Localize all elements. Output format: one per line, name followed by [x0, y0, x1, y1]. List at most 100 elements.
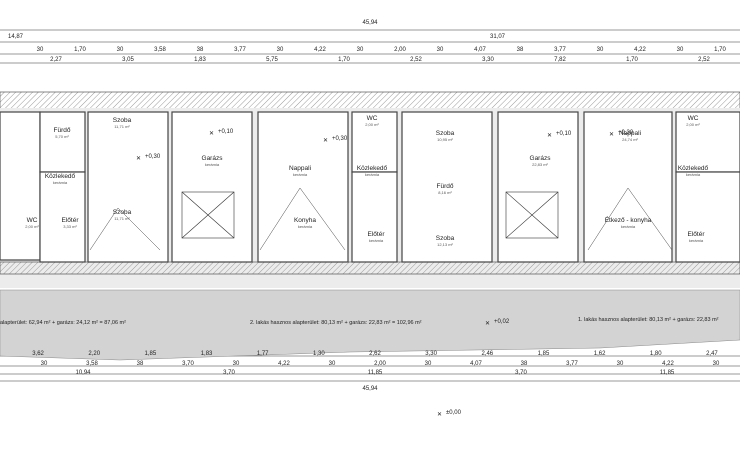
room-name: Közlekedő: [45, 173, 76, 180]
top-dimension-label: 2,00: [394, 47, 406, 53]
room-area: 24,74 m²: [622, 137, 638, 142]
unit-area-summary: 1. lakás hasznos alapterület: 80,13 m² +…: [578, 317, 719, 323]
room-outline: [171, 111, 253, 263]
room-name: Fürdő: [54, 127, 71, 134]
room-name: Előtér: [688, 231, 706, 238]
bottom-dimension-label: 2,46: [481, 351, 493, 357]
room-name: WC: [688, 115, 699, 122]
terrain-area: [0, 289, 740, 361]
top-dimension-label: 30: [37, 47, 44, 53]
level-marker: +0,30: [145, 154, 161, 160]
bottom-dimension-label: 30: [617, 361, 624, 367]
garage-1-x-box: [181, 191, 235, 239]
bottom-wall-band: [0, 261, 740, 275]
room-name: Nappali: [619, 130, 641, 137]
bottom-dimension-label: 30: [329, 361, 336, 367]
bottom-dimension-label: 10,94: [75, 370, 91, 376]
top-dimension-label: 3,30: [482, 57, 494, 63]
bottom-dimension-label: 30: [425, 361, 432, 367]
bottom-dimension-label: 2,20: [88, 351, 100, 357]
top-dimension-label: 5,75: [266, 57, 278, 63]
room-name: Szoba: [436, 130, 455, 137]
top-dimension-label: 7,82: [554, 57, 566, 63]
room-area: kerámia: [369, 238, 384, 243]
room-outline: [257, 111, 349, 263]
top-dimension-label: 3,77: [554, 47, 566, 53]
level-symbol-icon: ✕: [209, 131, 214, 137]
top-dimension-label: 3,05: [122, 57, 134, 63]
room-name: Szoba: [113, 117, 132, 124]
room-area: 2,00 m²: [365, 122, 379, 127]
top-dimension-label: 4,22: [634, 47, 646, 53]
room-outline: [351, 111, 398, 173]
top-dimension-label: 4,22: [314, 47, 326, 53]
room-name: Szoba: [436, 235, 455, 242]
bottom-dimension-label: 4,22: [278, 361, 290, 367]
overall-bottom-dimension: 45,94: [362, 386, 378, 392]
room-outline: [39, 111, 86, 173]
bottom-dimension-label: 38: [521, 361, 528, 367]
level-marker: ±0,00: [446, 410, 462, 416]
level-symbol-icon: ✕: [136, 156, 141, 162]
room-area: kerámia: [365, 172, 380, 177]
room-area: 8,16 m²: [438, 190, 452, 195]
overall-top-dimension: 45,94: [362, 20, 378, 26]
bottom-dimension-label: 30: [233, 361, 240, 367]
room-outline: [351, 171, 398, 263]
top-dimension-label: 1,83: [194, 57, 206, 63]
left-top-dimension: 14,87: [8, 34, 24, 40]
top-dimension-label: 30: [277, 47, 284, 53]
bottom-dimension-label: 3,70: [182, 361, 194, 367]
top-dimension-label: 4,07: [474, 47, 486, 53]
top-dimension-label: 30: [117, 47, 124, 53]
room-name: Előtér: [62, 217, 80, 224]
level-symbol-icon: ✕: [323, 138, 328, 144]
room-outline: [583, 111, 673, 263]
garage-2-x-box: [505, 191, 559, 239]
room-area: kerámia: [689, 238, 704, 243]
top-dimension-label: 3,58: [154, 47, 166, 53]
room-area: 2,00 m²: [686, 122, 700, 127]
bottom-dimension-label: 2,00: [374, 361, 386, 367]
room-name: Előtér: [368, 231, 386, 238]
bottom-dimension-label: 1,77: [257, 351, 269, 357]
top-dimension-label: 1,70: [626, 57, 638, 63]
room-name: Konyha: [294, 217, 316, 224]
bottom-dimension-label: 4,07: [470, 361, 482, 367]
bottom-dimension-label: 2,62: [369, 351, 381, 357]
room-area: 10,95 m²: [437, 137, 453, 142]
level-symbol-icon: ✕: [609, 132, 614, 138]
top-dimension-label: 38: [517, 47, 524, 53]
top-dimension-label: 1,70: [74, 47, 86, 53]
room-name: WC: [27, 217, 38, 224]
bottom-dimension-label: 3,77: [566, 361, 578, 367]
top-dimension-label: 1,70: [714, 47, 726, 53]
bottom-dimension-label: 3,30: [425, 351, 437, 357]
bottom-dimension-label: 1,62: [594, 351, 606, 357]
bottom-dimension-label: 3,58: [86, 361, 98, 367]
room-outline: [87, 111, 169, 263]
bottom-dimension-label: 30: [41, 361, 48, 367]
room-outline: [39, 171, 86, 263]
bottom-dimension-label: 11,85: [368, 370, 383, 376]
bottom-dimension-label: 1,85: [145, 351, 157, 357]
level-marker: +0,30: [332, 136, 348, 142]
room-area: 11,71 m²: [114, 124, 130, 129]
bottom-dimension-label: 4,22: [662, 361, 674, 367]
room-outline: [401, 111, 493, 263]
room-name: Szoba: [113, 209, 132, 216]
bottom-dimension-label: 2,47: [706, 351, 718, 357]
top-dimension-label: 1,70: [338, 57, 350, 63]
level-symbol-icon: ✕: [437, 412, 442, 418]
bottom-dimension-label: 3,70: [515, 370, 527, 376]
top-dimension-lines: [0, 29, 740, 64]
unit-area-summary: alapterület: 62,94 m² + garázs: 24,12 m²…: [0, 320, 126, 326]
room-name: Étkező - konyha: [605, 215, 652, 224]
top-dimension-label: 30: [437, 47, 444, 53]
bottom-dimension-label: 1,85: [538, 351, 550, 357]
top-dimension-label: 30: [677, 47, 684, 53]
